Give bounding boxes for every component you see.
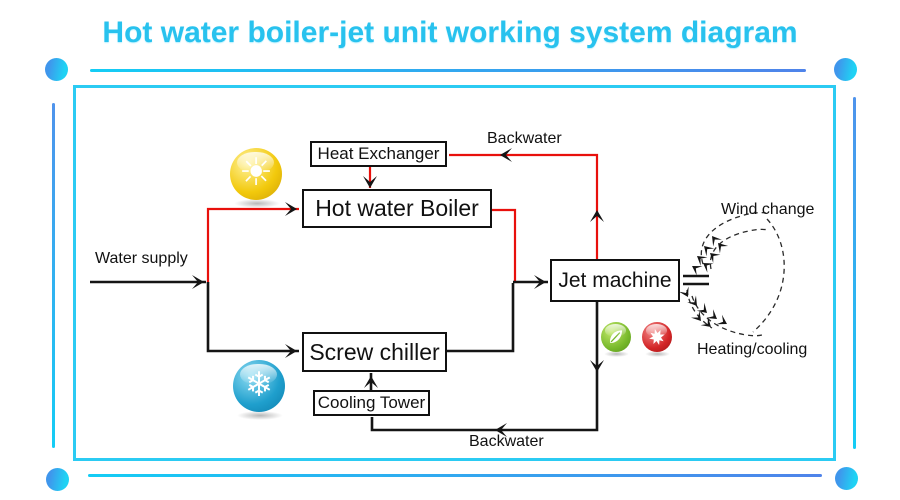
snowflake-glyph: ❄ bbox=[244, 366, 274, 404]
snowflake-icon: ❄ bbox=[233, 360, 285, 412]
accent-line-left bbox=[52, 103, 55, 448]
water-supply-label: Water supply bbox=[95, 250, 188, 267]
green-leaf-icon bbox=[601, 322, 631, 352]
cooling-tower-label: Cooling Tower bbox=[317, 393, 426, 412]
sun-glyph: ☀ bbox=[238, 152, 274, 194]
green-leaf-icon-shadow bbox=[604, 351, 629, 357]
accent-line-bottom bbox=[88, 474, 822, 477]
backwater-bottom-label: Backwater bbox=[469, 433, 544, 450]
corner-dot-top-left bbox=[45, 58, 68, 81]
pipe-jet-backwater-to-exchanger bbox=[449, 153, 599, 259]
screw-chiller-box: Screw chiller bbox=[302, 332, 447, 372]
diagram-border-frame bbox=[73, 85, 836, 461]
hot-water-pipes bbox=[206, 153, 599, 283]
sun-icon-shadow bbox=[234, 199, 280, 208]
pipe-boiler-to-jet bbox=[492, 208, 517, 282]
pipe-supply-to-chiller bbox=[206, 282, 299, 353]
title-underline bbox=[90, 69, 806, 72]
maple-leaf-glyph bbox=[649, 329, 665, 345]
wind-dashed-arcs bbox=[686, 211, 785, 337]
page-title: Hot water boiler-jet unit working system… bbox=[102, 16, 798, 49]
accent-line-right bbox=[853, 97, 856, 449]
sun-icon: ☀ bbox=[230, 148, 282, 200]
pipe-supply-to-boiler bbox=[206, 207, 299, 283]
jet-machine-box: Jet machine bbox=[550, 259, 680, 302]
corner-dot-bottom-right bbox=[835, 467, 858, 490]
red-maple-leaf-icon bbox=[642, 322, 672, 352]
wind-change-label: Wind change bbox=[721, 201, 815, 218]
leaf-glyph bbox=[609, 330, 623, 344]
wind-feather-chevrons bbox=[678, 232, 730, 332]
jet-outlet-port bbox=[683, 274, 709, 286]
heat-exchanger-label: Heat Exchanger bbox=[317, 144, 440, 163]
heat-exchanger-box: Heat Exchanger bbox=[310, 141, 447, 167]
heating-cooling-label: Heating/cooling bbox=[697, 341, 808, 358]
jet-machine-label: Jet machine bbox=[558, 268, 672, 292]
snowflake-icon-shadow bbox=[237, 411, 283, 420]
cooling-tower-box: Cooling Tower bbox=[313, 390, 430, 416]
backwater-top-label: Backwater bbox=[487, 130, 562, 147]
pipe-chiller-to-jet bbox=[447, 283, 515, 353]
hot-water-boiler-box: Hot water Boiler bbox=[302, 189, 492, 228]
corner-dot-top-right bbox=[834, 58, 857, 81]
red-maple-leaf-icon-shadow bbox=[645, 351, 670, 357]
screw-chiller-label: Screw chiller bbox=[309, 338, 440, 365]
corner-dot-bottom-left bbox=[46, 468, 69, 491]
hot-water-boiler-label: Hot water Boiler bbox=[315, 195, 479, 221]
